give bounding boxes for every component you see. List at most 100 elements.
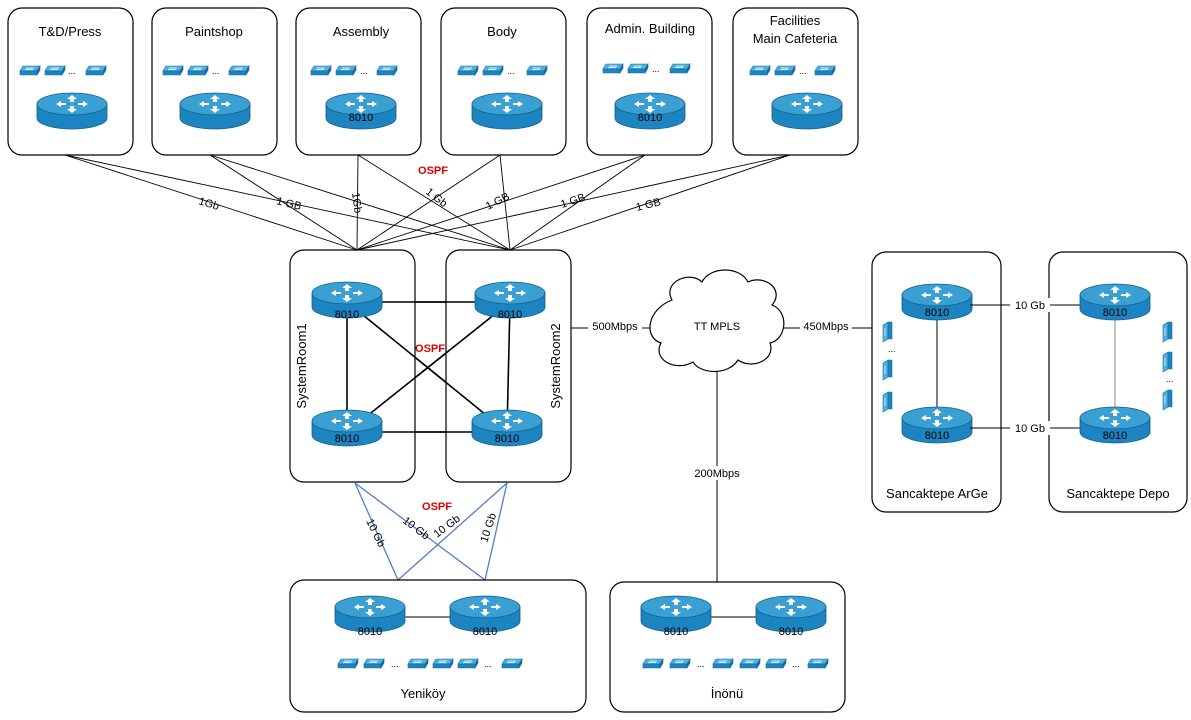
switch-icon — [882, 359, 893, 381]
uplink-label-paintshop: 1 GB — [275, 195, 302, 213]
site-paintshop: Paintshop ... — [151, 7, 278, 156]
router-icon — [36, 92, 108, 130]
svg-text:...: ... — [507, 66, 515, 76]
ospf-label-top: OSPF — [418, 165, 448, 177]
site-body: Body ... — [440, 7, 567, 156]
switch-icon — [814, 65, 836, 76]
switch-icon — [669, 63, 691, 74]
switch-icon — [627, 63, 649, 74]
switch-icon — [457, 65, 479, 76]
router-icon — [771, 92, 843, 130]
site-label-admin: Admin. Building — [605, 21, 695, 36]
arge-depo-label-top: 10 Gb — [1015, 300, 1045, 312]
site-assembly: Assembly ... 8010 — [295, 7, 422, 156]
svg-text:8010: 8010 — [495, 433, 519, 445]
switch-icon — [501, 658, 523, 669]
switch-icon — [749, 65, 771, 76]
site-label-cafeteria: Main Cafeteria — [753, 31, 838, 46]
uplink-label-td-press: 1Gb — [197, 195, 220, 213]
switch-icon — [363, 658, 385, 669]
svg-text:...: ... — [391, 659, 399, 669]
svg-text:8010: 8010 — [638, 112, 662, 124]
site-label-td-press: T&D/Press — [39, 24, 102, 39]
uplink-label-facilities-a: 1 GB — [559, 192, 587, 211]
svg-text:8010: 8010 — [1103, 307, 1127, 319]
switch-icon — [882, 391, 893, 413]
switch-icon — [432, 658, 454, 669]
wan-label-sysroom: 500Mbps — [592, 321, 638, 333]
svg-text:...: ... — [652, 64, 660, 74]
svg-text:...: ... — [799, 66, 807, 76]
svg-text:8010: 8010 — [779, 626, 803, 638]
switch-icon — [407, 658, 429, 669]
uplink-label-facilities-b: 1 GB — [635, 196, 662, 214]
switch-icon — [642, 658, 664, 669]
svg-text:8010: 8010 — [473, 626, 497, 638]
switch-icon — [457, 658, 479, 669]
switch-icon — [1162, 351, 1173, 373]
yenikoy-links — [354, 482, 508, 581]
svg-text:8010: 8010 — [498, 309, 522, 321]
site-label-body: Body — [487, 24, 517, 39]
site-yenikoy: 8010 8010 ... ... Yeniköy — [289, 579, 587, 713]
svg-text:8010: 8010 — [1103, 430, 1127, 442]
switch-icon — [187, 65, 209, 76]
svg-text:8010: 8010 — [349, 112, 373, 124]
switch-icon — [335, 65, 357, 76]
wan-label-arge: 450Mbps — [803, 321, 849, 333]
svg-text:...: ... — [484, 659, 492, 669]
uplink-label-assembly: 1Gb — [349, 192, 364, 214]
wan-labels: 500Mbps 450Mbps 200Mbps — [588, 319, 852, 480]
switch-icon — [1162, 389, 1173, 411]
switch-icon — [376, 65, 398, 76]
router-icon — [471, 92, 543, 130]
switch-icon — [482, 65, 504, 76]
switch-icon — [162, 65, 184, 76]
switch-icon — [44, 65, 66, 76]
svg-text:...: ... — [212, 66, 220, 76]
svg-text:8010: 8010 — [335, 433, 359, 445]
switch-icon — [228, 65, 250, 76]
switch-icon — [882, 321, 893, 343]
switch-icon — [807, 658, 829, 669]
uplink-label-admin: 1 GB — [484, 191, 512, 213]
svg-text:...: ... — [360, 66, 368, 76]
switch-icon — [774, 65, 796, 76]
svg-text:8010: 8010 — [358, 626, 382, 638]
site-td-press: T&D/Press ... — [7, 7, 134, 156]
system-room-2-label: SystemRoom2 — [548, 323, 563, 408]
site-label-paintshop: Paintshop — [185, 24, 243, 39]
switch-icon — [337, 658, 359, 669]
svg-text:8010: 8010 — [925, 307, 949, 319]
uplink-label-body: 1 Gb — [423, 186, 449, 210]
site-sancaktepe-depo: Sancaktepe Depo ... — [1048, 251, 1188, 513]
mpls-cloud: TT MPLS — [649, 269, 785, 373]
system-room-1-label: SystemRoom1 — [294, 323, 309, 408]
switch-icon — [739, 658, 761, 669]
switch-icon — [602, 63, 624, 74]
ospf-label-yenikoy: OSPF — [422, 501, 452, 513]
switch-icon — [712, 658, 734, 669]
svg-text:...: ... — [697, 659, 705, 669]
switch-icon — [310, 65, 332, 76]
ospf-label-core: OSPF — [415, 343, 445, 355]
site-inonu: 8010 8010 ... ... İnönü — [609, 581, 846, 713]
wan-label-inonu: 200Mbps — [694, 468, 740, 480]
site-label-inonu: İnönü — [711, 686, 744, 701]
svg-text:...: ... — [792, 659, 800, 669]
svg-text:10 Gb: 10 Gb — [400, 515, 431, 543]
svg-text:10 Gb: 10 Gb — [363, 517, 387, 549]
svg-text:...: ... — [1166, 374, 1174, 384]
uplink-lines — [64, 154, 791, 251]
mpls-cloud-label: TT MPLS — [694, 321, 740, 333]
switch-icon — [1162, 321, 1173, 343]
switch-icon — [85, 65, 107, 76]
site-label-arge: Sancaktepe ArGe — [886, 486, 988, 501]
site-admin-building: Admin. Building ... 8010 — [586, 7, 713, 156]
site-label-assembly: Assembly — [333, 24, 390, 39]
site-label-depo: Sancaktepe Depo — [1066, 486, 1169, 501]
router-icon — [179, 92, 251, 130]
switch-icon — [19, 65, 41, 76]
switch-icon — [765, 658, 787, 669]
